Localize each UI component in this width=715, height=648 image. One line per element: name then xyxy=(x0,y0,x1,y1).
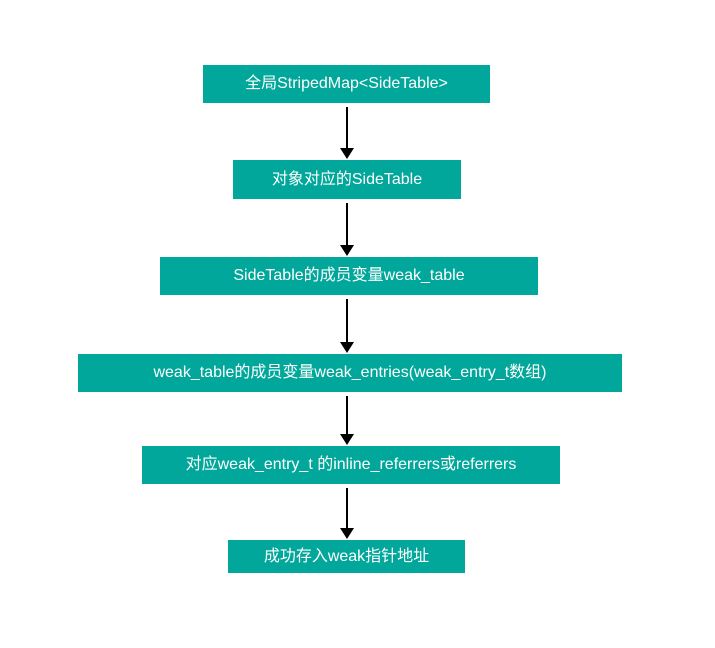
arrow-head xyxy=(340,528,354,539)
flow-node-weak-table-member: SideTable的成员变量weak_table xyxy=(160,257,538,295)
arrow-head xyxy=(340,148,354,159)
flow-node-label: 成功存入weak指针地址 xyxy=(263,547,430,565)
flow-node-label: weak_table的成员变量weak_entries(weak_entry_t… xyxy=(153,364,547,382)
flow-node-inline-referrers: 对应weak_entry_t 的inline_referrers或referre… xyxy=(142,446,560,484)
flow-node-label: 对象对应的SideTable xyxy=(271,170,423,188)
arrow-shaft xyxy=(346,299,348,342)
flow-node-weak-pointer-stored: 成功存入weak指针地址 xyxy=(228,540,465,573)
arrow-down-icon xyxy=(340,488,354,539)
arrow-head xyxy=(340,434,354,445)
flow-node-object-sidetable: 对象对应的SideTable xyxy=(233,160,461,199)
arrow-down-icon xyxy=(340,107,354,159)
arrow-shaft xyxy=(346,396,348,434)
flow-node-label: 全局StripedMap<SideTable> xyxy=(245,75,448,93)
arrow-shaft xyxy=(346,488,348,528)
flow-node-label: SideTable的成员变量weak_table xyxy=(233,267,465,285)
flow-node-global-stripedmap: 全局StripedMap<SideTable> xyxy=(203,65,490,103)
arrow-down-icon xyxy=(340,396,354,445)
flow-node-weak-entries-array: weak_table的成员变量weak_entries(weak_entry_t… xyxy=(78,354,622,392)
arrow-shaft xyxy=(346,107,348,148)
arrow-shaft xyxy=(346,203,348,245)
flow-node-label: 对应weak_entry_t 的inline_referrers或referre… xyxy=(185,456,517,474)
arrow-down-icon xyxy=(340,299,354,353)
arrow-head xyxy=(340,245,354,256)
arrow-down-icon xyxy=(340,203,354,256)
arrow-head xyxy=(340,342,354,353)
